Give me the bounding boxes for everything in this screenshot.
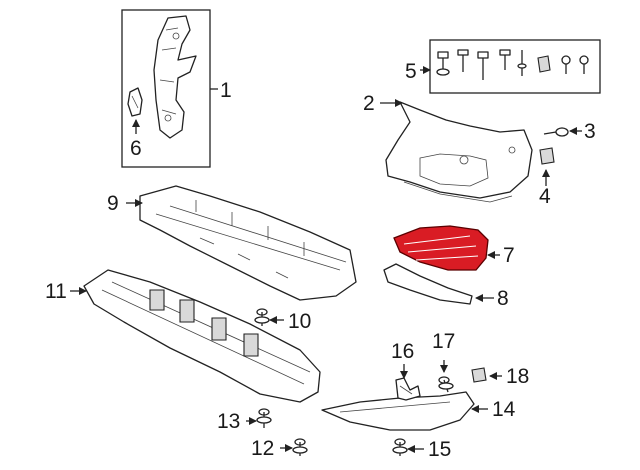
bolt-17-part[interactable] bbox=[438, 376, 454, 393]
lower-grille-7-part[interactable] bbox=[393, 225, 489, 271]
small-clip-6-part[interactable] bbox=[127, 87, 143, 134]
bracket-box bbox=[121, 9, 218, 168]
callout-3: 3 bbox=[584, 120, 596, 143]
bolt-13-part[interactable] bbox=[256, 408, 272, 428]
callout-11: 11 bbox=[45, 280, 67, 303]
lower-trim-14-part[interactable] bbox=[321, 391, 475, 431]
callout-16: 16 bbox=[391, 340, 414, 363]
callout-8: 8 bbox=[497, 287, 509, 310]
side-bracket-part[interactable] bbox=[153, 15, 197, 139]
callout-1: 1 bbox=[220, 79, 232, 102]
bolt-15-part[interactable] bbox=[392, 438, 408, 456]
bumper-cover-part[interactable] bbox=[385, 101, 533, 203]
callout-18: 18 bbox=[506, 365, 529, 388]
trim-strip-8-part[interactable] bbox=[383, 263, 473, 305]
callout-13: 13 bbox=[217, 410, 240, 433]
fastener-kit-box bbox=[420, 39, 601, 94]
callout-2: 2 bbox=[363, 92, 375, 115]
callout-17: 17 bbox=[432, 330, 455, 353]
retainer-4-part[interactable] bbox=[539, 147, 555, 165]
callout-14: 14 bbox=[492, 398, 516, 421]
bracket-16-part[interactable] bbox=[395, 377, 421, 401]
callout-12: 12 bbox=[251, 437, 274, 460]
bolt-10-part[interactable] bbox=[254, 308, 270, 326]
upper-shield-9-part[interactable] bbox=[139, 185, 357, 301]
callout-7: 7 bbox=[503, 244, 515, 267]
callout-5: 5 bbox=[405, 60, 417, 83]
callout-4: 4 bbox=[539, 185, 551, 208]
fastener-kit-parts[interactable] bbox=[436, 49, 589, 80]
callout-10: 10 bbox=[288, 310, 311, 333]
lower-shield-11-part[interactable] bbox=[83, 269, 321, 403]
callout-15: 15 bbox=[428, 438, 451, 461]
screw-3-part[interactable] bbox=[543, 127, 569, 137]
bolt-12-part[interactable] bbox=[292, 438, 308, 456]
clip-18-part[interactable] bbox=[471, 367, 487, 383]
callout-9: 9 bbox=[107, 192, 119, 215]
callout-6: 6 bbox=[130, 137, 142, 160]
